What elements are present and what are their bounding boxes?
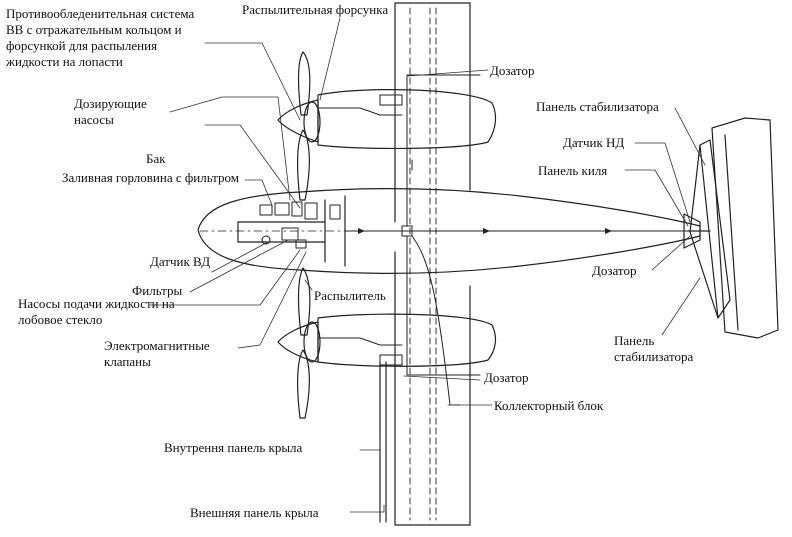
label-stabilizer-panel-bottom: Панель стабилизатора bbox=[614, 333, 694, 364]
wing-spar-lines bbox=[409, 7, 437, 521]
label-doser-bottom: Дозатор bbox=[484, 370, 529, 385]
stabilizer-outline bbox=[689, 117, 779, 339]
label-lp-sensor: Датчик НД bbox=[563, 135, 625, 150]
fluid-piping bbox=[317, 74, 701, 406]
label-anti-ice-system: Противообледенительная система ВВ с отра… bbox=[6, 6, 195, 69]
label-filters: Фильтры bbox=[132, 283, 183, 298]
label-solenoid-valves: Электромагнитные клапаны bbox=[104, 338, 210, 369]
upper-nacelle bbox=[277, 89, 497, 150]
label-doser-top: Дозатор bbox=[490, 63, 535, 78]
label-spray-nozzle: Распылительная форсунка bbox=[242, 2, 389, 17]
label-inner-wing-panel: Внутрення панель крыла bbox=[164, 440, 303, 455]
flow-arrows bbox=[358, 228, 612, 234]
label-windshield-pumps: Насосы подачи жидкости на лобовое стекло bbox=[18, 296, 175, 327]
lower-nacelle bbox=[277, 313, 497, 367]
label-stabilizer-panel-top: Панель стабилизатора bbox=[536, 99, 659, 114]
label-metering-pumps: Дозирующие насосы bbox=[74, 96, 147, 127]
label-filler-neck: Заливная горловина с фильтром bbox=[62, 170, 239, 185]
label-sprayer: Распылитель bbox=[314, 288, 386, 303]
nose-equipment bbox=[259, 201, 341, 249]
label-doser-tail: Дозатор bbox=[592, 263, 637, 278]
label-fin-panel: Панель киля bbox=[538, 163, 608, 178]
label-tank: Бак bbox=[146, 151, 166, 166]
label-outer-wing-panel: Внешняя панель крыла bbox=[190, 505, 319, 520]
leader-lines bbox=[149, 17, 706, 513]
label-hp-sensor: Датчик ВД bbox=[150, 254, 211, 269]
label-manifold-block: Коллекторный блок bbox=[494, 398, 604, 413]
wing-outline bbox=[379, 2, 471, 526]
upper-propeller bbox=[297, 51, 311, 201]
lower-propeller bbox=[297, 267, 311, 419]
